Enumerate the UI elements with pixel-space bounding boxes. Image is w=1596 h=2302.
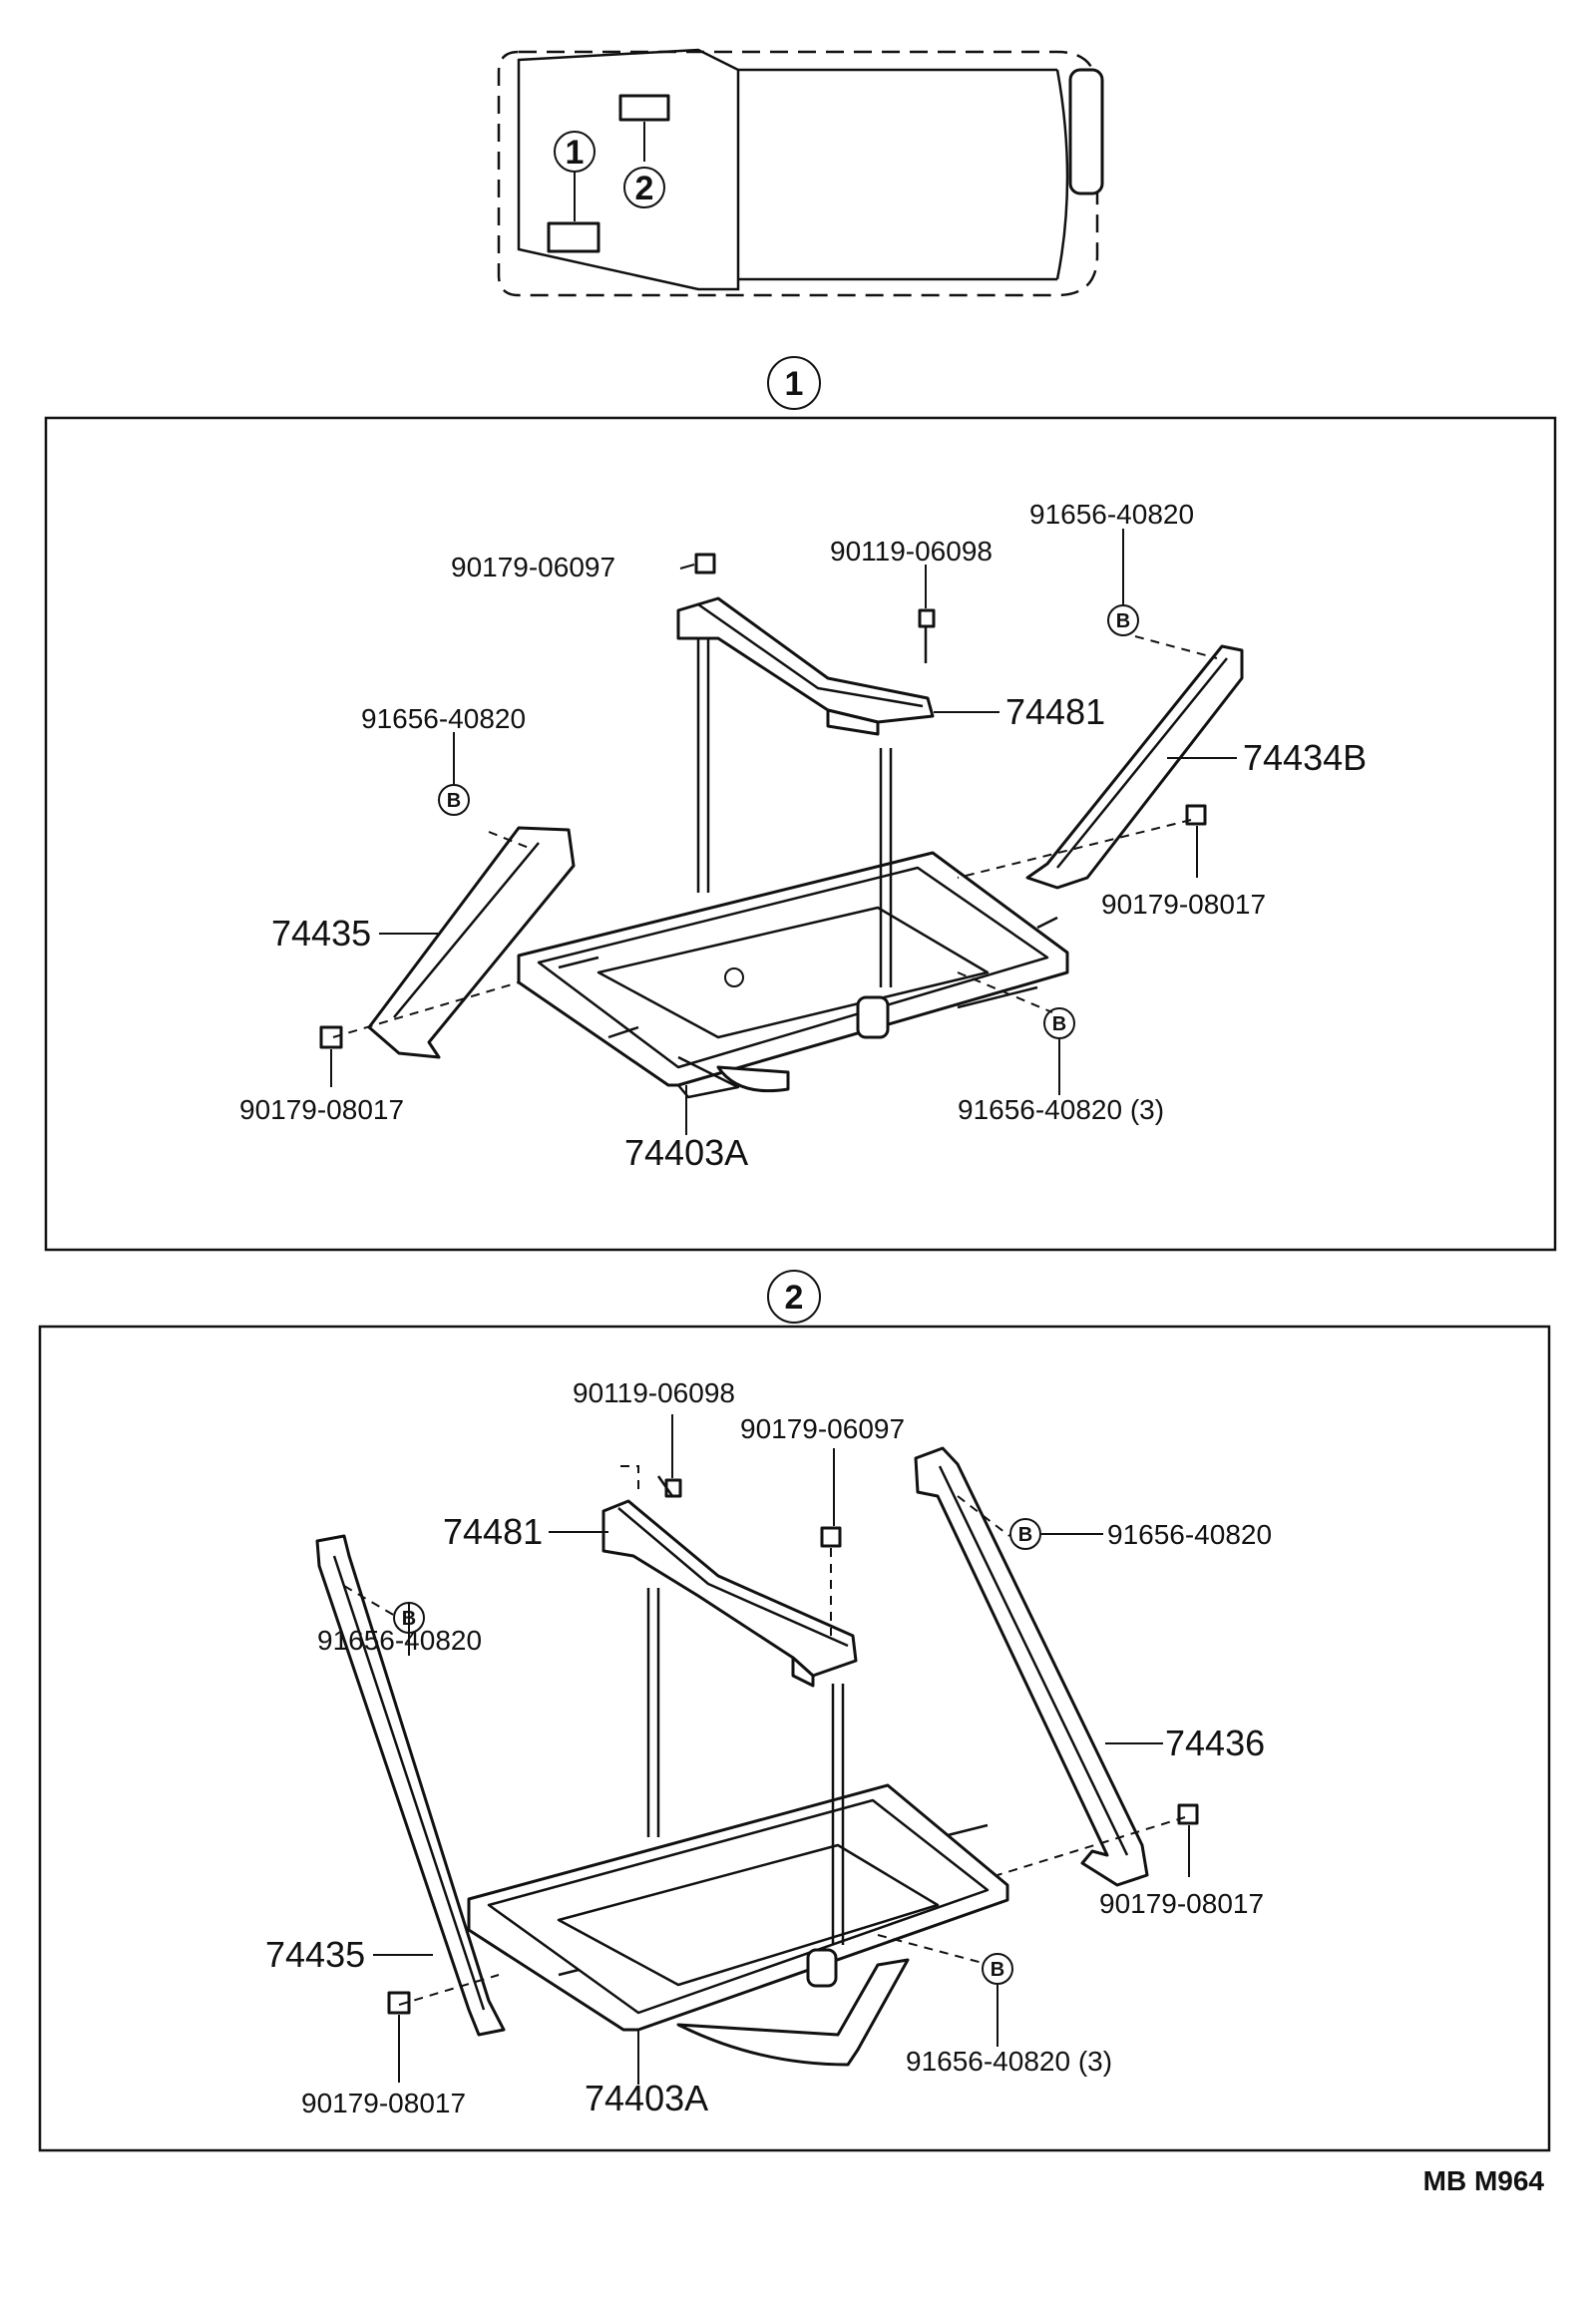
nut-90179-06097 <box>820 1526 842 1548</box>
label-74403a: 74403A <box>624 1132 748 1173</box>
svg-text:B: B <box>1052 1013 1066 1035</box>
footer-code: MB M964 <box>1423 2165 1545 2196</box>
label-91656-40820-3: 91656-40820 (3) <box>958 1094 1164 1125</box>
label-74436: 74436 <box>1165 1723 1265 1763</box>
section-1-marker-text: 1 <box>785 365 804 403</box>
vehicle-location-key: 1 2 <box>497 48 1104 297</box>
label-91656-40820-3: 91656-40820 (3) <box>906 2046 1112 2077</box>
clamp-74481 <box>601 1499 858 1688</box>
label-74481: 74481 <box>443 1511 543 1552</box>
b-symbol-tray <box>1043 1007 1075 1039</box>
section-1-frame <box>44 416 1557 1252</box>
label-90179-06097: 90179-06097 <box>740 1413 905 1444</box>
key-marker-1-text: 1 <box>566 134 585 172</box>
key-marker-2-text: 2 <box>635 170 654 207</box>
b-symbol-tray <box>982 1953 1013 1985</box>
svg-text:B: B <box>447 790 461 812</box>
nut-90179-06097 <box>694 553 716 575</box>
battery-location-1 <box>547 221 600 253</box>
key-marker-2 <box>623 167 665 208</box>
label-74481: 74481 <box>1005 691 1105 732</box>
label-91656-40820-left: 91656-40820 <box>317 1625 482 1656</box>
section-1-marker <box>767 356 821 410</box>
b-symbol-right <box>1009 1518 1041 1550</box>
label-74403a: 74403A <box>585 2078 708 2118</box>
bolt-90119-06098 <box>664 1478 682 1498</box>
bracket-74436 <box>914 1446 1149 1887</box>
label-91656-40820-left: 91656-40820 <box>361 703 526 734</box>
label-90119-06098: 90119-06098 <box>573 1377 735 1408</box>
section-2-marker-text: 2 <box>785 1279 804 1317</box>
key-marker-1 <box>554 131 596 173</box>
nut-90179-08017-left <box>319 1025 343 1049</box>
section-2-marker <box>767 1270 821 1324</box>
label-90119-06098: 90119-06098 <box>830 536 993 567</box>
label-90179-08017-left: 90179-08017 <box>301 2088 466 2118</box>
label-91656-40820-top: 91656-40820 <box>1029 499 1194 530</box>
section-2-frame <box>38 1325 1551 2152</box>
battery-tray-74403a <box>467 1783 1009 2067</box>
nut-90179-08017-right <box>1185 804 1207 826</box>
svg-text:B: B <box>991 1959 1004 1981</box>
label-90179-06097: 90179-06097 <box>451 552 615 582</box>
bracket-74435 <box>367 826 576 1059</box>
label-90179-08017-right: 90179-08017 <box>1099 1888 1264 1919</box>
label-74435: 74435 <box>271 913 371 954</box>
svg-text:B: B <box>1018 1524 1032 1546</box>
battery-location-2 <box>618 94 670 122</box>
label-90179-08017-right: 90179-08017 <box>1101 889 1266 920</box>
section-2: 2 <box>38 1270 1551 2152</box>
b-symbol-top-right <box>1107 604 1139 636</box>
label-90179-08017-left: 90179-08017 <box>239 1094 404 1125</box>
nut-90179-08017-right <box>1177 1803 1199 1825</box>
label-91656-40820-right: 91656-40820 <box>1107 1519 1272 1550</box>
nut-90179-08017-left <box>387 1991 411 2015</box>
battery-tray-74403a <box>517 851 1069 1099</box>
section-1: 1 <box>44 356 1557 1252</box>
label-74435: 74435 <box>265 1934 365 1975</box>
b-symbol-left <box>438 784 470 816</box>
clamp-74481 <box>676 596 935 736</box>
svg-text:B: B <box>1116 610 1130 632</box>
label-74434b: 74434B <box>1243 737 1367 778</box>
